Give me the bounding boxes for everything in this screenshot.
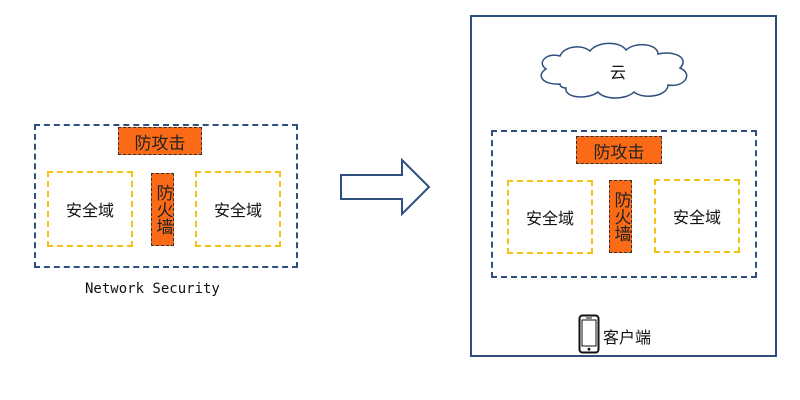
right-zone-1-label: 安全域 <box>525 209 574 228</box>
left-firewall: 防火墙 <box>151 173 174 246</box>
right-security-container <box>491 130 757 278</box>
right-firewall: 防火墙 <box>609 180 632 253</box>
right-arrow-icon <box>340 158 431 216</box>
cloud-label: 云 <box>610 63 627 82</box>
cloud-icon <box>540 42 688 99</box>
right-system-frame <box>470 15 777 357</box>
right-security-zone-2: 安全域 <box>654 179 740 253</box>
left-security-zone-2: 安全域 <box>195 171 281 247</box>
right-zone-2-label: 安全域 <box>672 208 721 227</box>
left-zone-1-label: 安全域 <box>65 201 114 220</box>
right-anti-attack-label: 防攻击 <box>576 136 662 164</box>
left-caption: Network Security <box>85 281 220 297</box>
left-security-container <box>34 124 298 268</box>
left-zone-2-label: 安全域 <box>213 201 262 220</box>
right-security-zone-1: 安全域 <box>507 180 593 254</box>
left-anti-attack-label: 防攻击 <box>118 127 202 155</box>
smartphone-icon <box>578 314 600 354</box>
client-label: 客户端 <box>603 328 652 347</box>
left-security-zone-1: 安全域 <box>47 171 133 247</box>
